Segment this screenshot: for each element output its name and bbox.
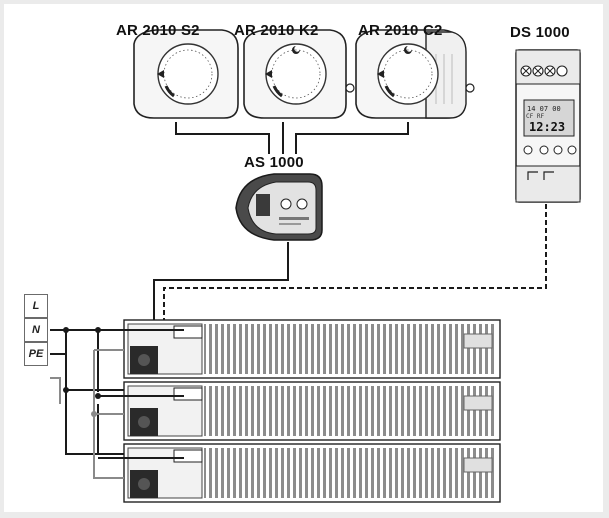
heater-unit-3 (123, 443, 501, 503)
timer-lcd-mode: CF RF (526, 113, 545, 120)
label-thermostat-c2: AR 2010 C2 (358, 22, 443, 39)
terminal-pe: PE (24, 342, 48, 366)
label-thermostat-k2: AR 2010 K2 (234, 22, 319, 39)
timer-lcd-time: 12:23 (529, 120, 566, 134)
timer-ds1000-unit (515, 49, 581, 203)
label-thermostat-s2: AR 2010 S2 (116, 22, 200, 39)
controller-as1000-unit (235, 173, 323, 241)
controller-heater-wire (153, 242, 289, 322)
timer-heater-wire (163, 204, 547, 322)
thermostat-bus-wires (175, 122, 409, 154)
wire-junctions (63, 327, 101, 417)
timer-lcd-days: 14 07 00 (527, 105, 561, 113)
mains-wiring (50, 329, 184, 479)
thermostat-k2-unit (243, 29, 355, 119)
label-timer: DS 1000 (510, 24, 570, 41)
diagram-panel: AR 2010 S2 AR 2010 K2 AR 2010 C2 DS 1000… (4, 4, 603, 512)
label-controller: AS 1000 (244, 154, 304, 171)
terminal-n: N (24, 318, 48, 342)
wiring-diagram (50, 29, 581, 503)
thermostat-c2-unit (355, 29, 475, 119)
heater-unit-2 (123, 381, 501, 441)
thermostat-s2-unit (133, 29, 239, 119)
heater-unit-1 (123, 319, 501, 379)
terminal-l: L (24, 294, 48, 318)
